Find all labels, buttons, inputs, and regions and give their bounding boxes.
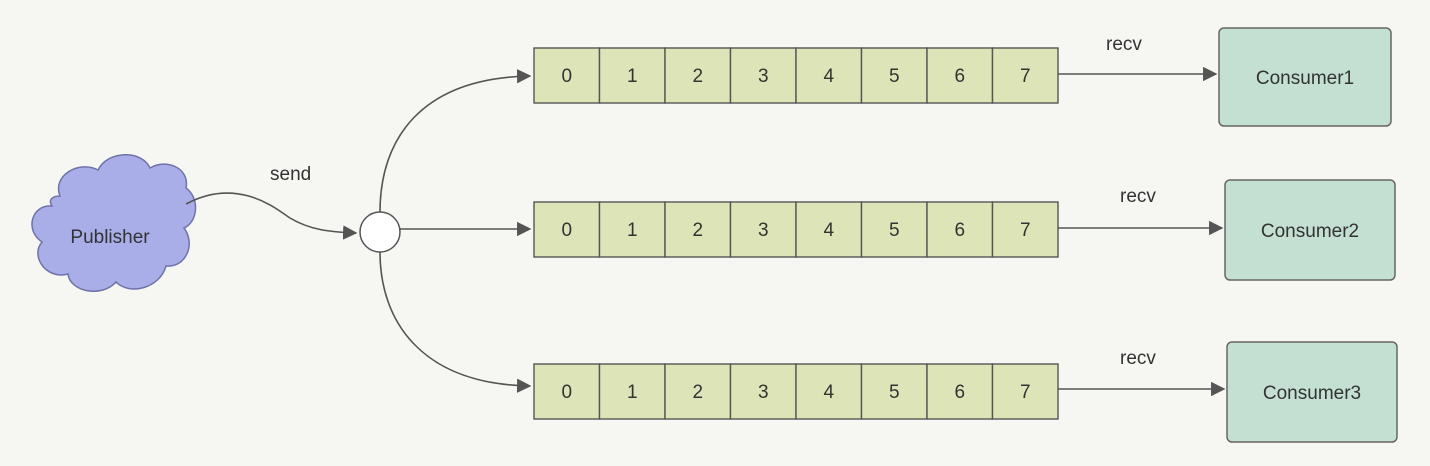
queue-cell-label: 3 — [758, 220, 769, 241]
queue-cell-label: 0 — [561, 382, 572, 403]
consumer-box — [1218, 27, 1392, 127]
queue-cell-label: 5 — [889, 66, 900, 87]
publisher-label: Publisher — [70, 227, 150, 248]
queue-cell-label: 7 — [1020, 382, 1031, 403]
queue-cell-label: 2 — [692, 382, 703, 403]
queue-3: 0 1 2 3 4 5 6 7 — [533, 363, 1059, 420]
queue-2: 0 1 2 3 4 5 6 7 — [533, 201, 1059, 258]
queue-cell-label: 0 — [561, 220, 572, 241]
queue-cell-label: 3 — [758, 382, 769, 403]
queue-cell — [991, 363, 1059, 420]
queue-cell — [598, 47, 666, 104]
queue-1-cells — [533, 47, 1059, 104]
queue-cell-label: 1 — [627, 220, 638, 241]
queue-cell — [926, 363, 994, 420]
recv-label-2: recv — [1120, 186, 1156, 207]
queue-cell-label: 6 — [954, 382, 965, 403]
queue-cell-label: 5 — [889, 382, 900, 403]
queue-cell — [991, 201, 1059, 258]
consumer-label: Consumer2 — [1261, 221, 1359, 242]
queue-cell-label: 2 — [692, 66, 703, 87]
queue-cell-label: 4 — [823, 66, 834, 87]
queue-cell — [991, 47, 1059, 104]
consumer-3: Consumer3 — [1226, 341, 1398, 443]
consumer-2: Consumer2 — [1224, 179, 1396, 281]
fanout-edge-1 — [379, 69, 532, 213]
queue-cell — [795, 363, 863, 420]
queue-cell — [664, 47, 732, 104]
queue-cell-label: 7 — [1020, 220, 1031, 241]
queue-cell — [926, 201, 994, 258]
queue-cell — [598, 363, 666, 420]
consumer-box — [1226, 341, 1398, 443]
queue-cell-label: 6 — [954, 220, 965, 241]
fanout-edge-3 — [379, 251, 532, 393]
queue-cell — [598, 201, 666, 258]
consumer-1: Consumer1 — [1218, 27, 1392, 127]
consumer-box — [1224, 179, 1396, 281]
splitter-node — [359, 211, 401, 253]
queue-cell — [729, 363, 797, 420]
queue-cell — [860, 201, 928, 258]
queue-cell-label: 4 — [823, 382, 834, 403]
queue-cell — [795, 201, 863, 258]
queue-cell — [533, 201, 601, 258]
queue-cell-label: 6 — [954, 66, 965, 87]
queue-cell-label: 0 — [561, 66, 572, 87]
queue-cell-label: 7 — [1020, 66, 1031, 87]
queue-cell — [533, 363, 601, 420]
publisher-cloud-shape — [31, 154, 197, 292]
queue-3-cells — [533, 363, 1059, 420]
publisher-node: Publisher — [31, 154, 197, 292]
consumer-label: Consumer3 — [1263, 383, 1361, 404]
consumer-label: Consumer1 — [1256, 68, 1354, 89]
queue-cell — [860, 47, 928, 104]
queue-cell-label: 3 — [758, 66, 769, 87]
queue-cell-label: 1 — [627, 66, 638, 87]
queue-cell — [664, 363, 732, 420]
recv-label-1: recv — [1106, 34, 1142, 55]
queue-2-cells — [533, 201, 1059, 258]
queue-1: 0 1 2 3 4 5 6 7 — [533, 47, 1059, 104]
queue-cell-label: 2 — [692, 220, 703, 241]
queue-cell — [664, 201, 732, 258]
send-label: send — [270, 164, 311, 185]
queue-cell-label: 4 — [823, 220, 834, 241]
queue-cell-label: 5 — [889, 220, 900, 241]
send-edge — [185, 192, 358, 240]
queue-cell-label: 1 — [627, 382, 638, 403]
recv-label-3: recv — [1120, 348, 1156, 369]
